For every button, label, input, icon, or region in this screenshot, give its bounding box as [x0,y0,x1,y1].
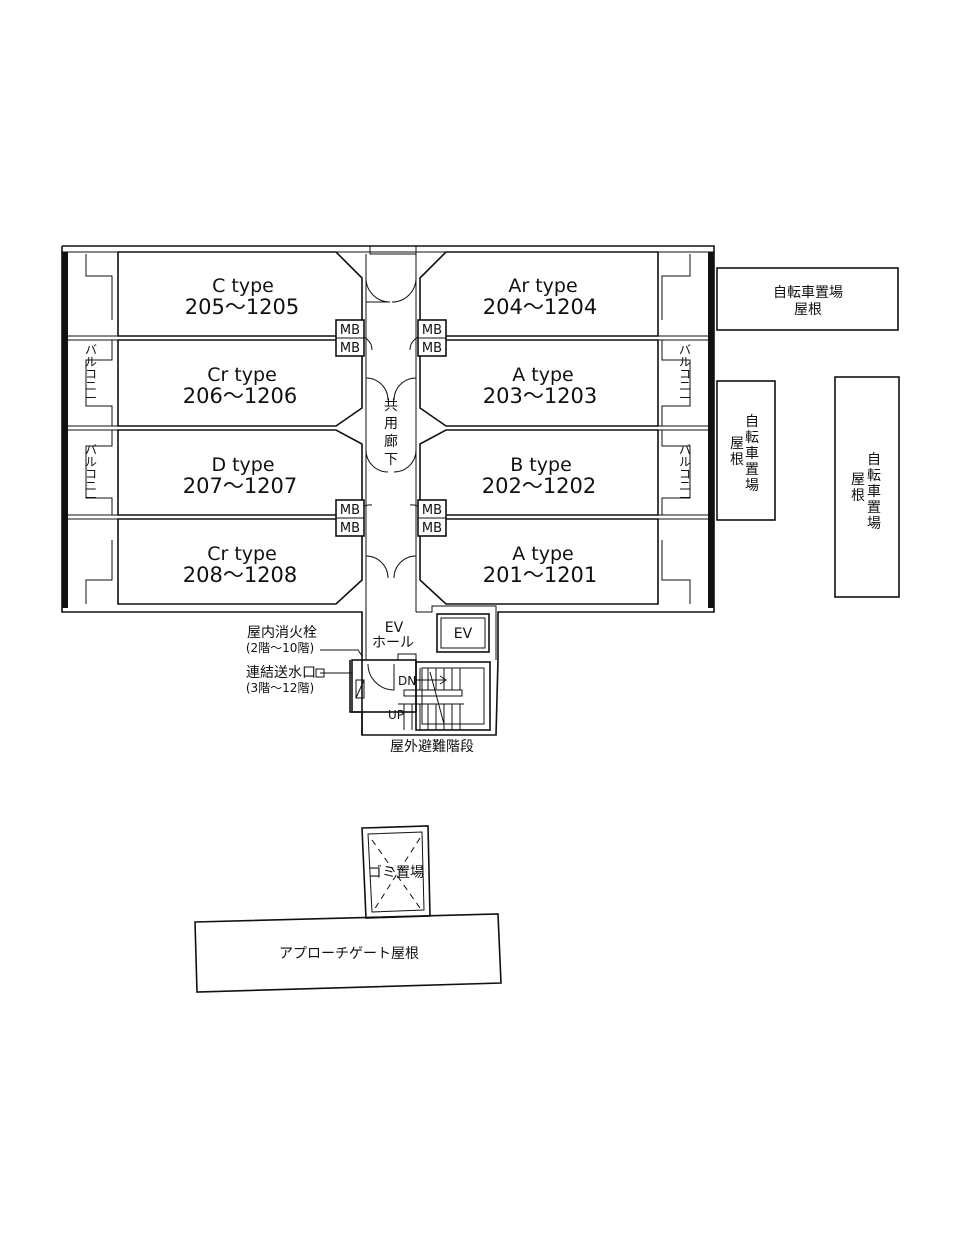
mb-label: MB [340,521,360,536]
unit-a1-range: 203〜1203 [483,384,598,408]
corridor-walls [365,254,497,660]
bike-roof-label-char: 転 [867,468,881,484]
balcony-label-char: バ [85,343,97,357]
balcony-label-char: バ [679,443,691,457]
bike-roof-label-char: 根 [730,452,744,468]
garbage-area: ゴミ置場 [361,825,431,919]
unit-c-range: 205〜1205 [185,295,300,319]
bike-roof-label: 屋根 [794,302,822,318]
unit-c-type: C type [212,275,274,297]
ev-hall-label: ホール [372,635,414,651]
hydrant-label: 屋内消火栓 [247,625,317,641]
unit-cr2-range: 208〜1208 [183,563,298,587]
mb-label: MB [422,323,442,338]
unit-ar-range: 204〜1204 [483,295,598,319]
mb-label: MB [340,503,360,518]
bike-roof-label-char: 自 [745,414,759,430]
balcony-label-char: コ [679,367,691,381]
corridor-label-char: 用 [384,416,398,432]
balcony-label-char: ー [85,491,97,505]
approach-gate-roof: アプローチゲート屋根 [194,913,502,993]
unit-a1-type: A type [512,364,573,386]
garbage-label: ゴミ置場 [368,864,424,881]
bike-roof-label-char: 根 [851,488,865,504]
bike-roof-label-char: 場 [867,516,881,532]
corridor-label-char: 共 [384,398,398,414]
corridor-doors [355,277,427,579]
gate-roof-label: アプローチゲート屋根 [279,946,419,962]
balcony-label-char: ー [679,491,691,505]
unit-b-type: B type [510,454,572,476]
right-balcony-walls [658,254,708,604]
unit-b-range: 202〜1202 [482,474,597,498]
balcony-label-char: ニ [85,379,97,393]
balcony-label-char: ル [679,355,691,369]
hydrant-callout: 屋内消火栓 (2階〜10階) [246,625,363,657]
bike-roof-label: 自転車置場 [773,284,843,301]
balcony-label-char: バ [85,443,97,457]
unit-d-type: D type [211,454,274,476]
meter-boxes: MB MB MB MB MB MB MB MB [335,319,447,537]
bike-parking-roof-right: 自 転 車 置 場 屋 根 [834,376,900,598]
building-outline [61,245,715,736]
balcony-label-char: コ [85,467,97,481]
standpipe-label: (3階〜12階) [246,680,314,695]
hydrant-label: (2階〜10階) [246,640,314,655]
standpipe-label: 連結送水口 [246,665,316,681]
bike-parking-roof-middle: 自 転 車 置 場 屋 根 [716,380,776,521]
unit-cr1-range: 206〜1206 [183,384,298,408]
balcony-label-char: ル [85,355,97,369]
mb-label: MB [422,521,442,536]
ev-label: EV [454,626,473,642]
unit-cr1-type: Cr type [207,364,277,386]
standpipe-callout: 連結送水口 (3階〜12階) [246,665,352,695]
bike-roof-label-char: 転 [745,430,759,446]
bike-parking-roof-top: 自転車置場 屋根 [716,267,899,331]
ev-hall-label: EV [385,620,404,636]
stairs-up-label: UP [388,708,404,722]
balcony-label-char: ー [85,391,97,405]
balcony-label-char: ル [679,455,691,469]
stairs-label: 屋外避難階段 [390,739,474,755]
bike-roof-label-char: 置 [745,462,759,478]
balcony-labels: バ ル コ ニ ー バ ル コ ニ ー バ ル コ ニ ー バ ル コ ニ ー [85,343,691,505]
balcony-label-char: バ [679,343,691,357]
corridor-label: 共 用 廊 下 [384,398,398,468]
bike-roof-label-char: 場 [745,478,759,494]
balcony-label-char: ー [679,391,691,405]
ev-hall: EV ホール [367,620,417,691]
mb-label: MB [422,341,442,356]
balcony-label-char: ニ [679,479,691,493]
bike-roof-label-char: 置 [867,500,881,516]
balcony-label-char: ニ [85,479,97,493]
unit-a2-type: A type [512,543,573,565]
bike-roof-label-char: 車 [745,445,759,462]
balcony-label-char: ル [85,455,97,469]
corridor-label-char: 廊 [384,433,398,450]
balcony-label-char: ニ [679,379,691,393]
stairs-down-label: DN [398,674,416,688]
unit-labels: C type 205〜1205 Ar type 204〜1204 Cr type… [183,275,598,587]
bike-roof-label-char: 車 [867,483,881,500]
bike-roof-label-char: 屋 [851,472,865,488]
unit-ar-type: Ar type [508,275,577,297]
bike-roof-label-char: 屋 [730,436,744,452]
mb-label: MB [340,323,360,338]
balcony-label-char: コ [679,467,691,481]
unit-a2-range: 201〜1201 [483,563,598,587]
balcony-label-char: コ [85,367,97,381]
outdoor-stairs: DN UP 屋外避難階段 [349,659,491,755]
elevator: EV [436,613,490,653]
mb-label: MB [340,341,360,356]
stair-treads [398,668,464,730]
left-balcony-walls [68,254,118,604]
unit-cr2-type: Cr type [207,543,277,565]
corridor-label-char: 下 [384,452,398,468]
bike-roof-label-char: 自 [867,452,881,468]
mb-label: MB [422,503,442,518]
unit-d-range: 207〜1207 [183,474,298,498]
